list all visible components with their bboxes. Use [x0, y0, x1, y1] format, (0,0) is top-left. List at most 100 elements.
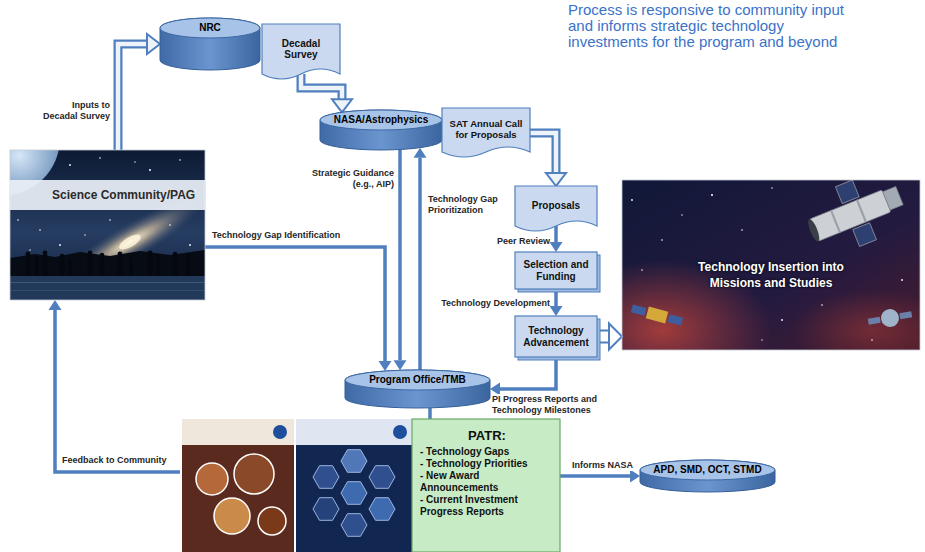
- star-dots: [761, 339, 762, 340]
- connector-inner: [530, 133, 556, 173]
- people-silhouettes: [26, 256, 31, 276]
- star-dots: [69, 164, 71, 166]
- report-cover: [296, 419, 412, 552]
- star-dots: [99, 157, 101, 159]
- satellite-figure: [899, 311, 912, 319]
- connector-inner: [118, 44, 147, 150]
- community-illustration: [10, 150, 205, 300]
- connector-line: [118, 44, 147, 150]
- node-label: NASA/Astrophysics: [324, 114, 438, 126]
- cylinder-body: [320, 110, 442, 150]
- people-silhouettes: [173, 252, 178, 257]
- connector-line: [205, 247, 385, 361]
- star-dots: [781, 319, 783, 321]
- star-dots: [771, 187, 772, 188]
- connector-arrow: [550, 226, 563, 252]
- document-shape: Proposals: [515, 186, 597, 232]
- arrow-head: [49, 300, 62, 310]
- star-dots: [29, 249, 30, 250]
- people-silhouettes: [68, 262, 72, 276]
- edge-label: Peer Review: [470, 236, 550, 247]
- edge-label: Feedback to Community: [62, 455, 178, 466]
- connector-inner: [301, 74, 342, 99]
- connector-arrow: [49, 300, 181, 472]
- list-item: - Technology Gaps: [420, 446, 554, 458]
- document-outline: [262, 24, 340, 79]
- connector-arrow: [530, 133, 566, 186]
- arrow-head: [546, 173, 566, 186]
- node-label: Science Community/PAG: [10, 180, 205, 210]
- connector-line: [500, 357, 556, 389]
- report-cover: [182, 419, 294, 445]
- star-dots: [631, 187, 903, 340]
- star-dots: [901, 279, 903, 281]
- people-silhouettes: [118, 252, 123, 257]
- note-text: Process is responsive to community input…: [568, 2, 866, 50]
- community-illustration: [117, 232, 143, 253]
- connector-line: [554, 226, 558, 242]
- connector-arrow: [490, 357, 556, 396]
- star-dots: [661, 239, 663, 241]
- document-shape: Decadal Survey: [262, 24, 340, 80]
- people-silhouettes: [186, 254, 190, 258]
- connector-arrow: [550, 289, 563, 316]
- people-silhouettes: [26, 251, 191, 276]
- connector-line: [560, 474, 630, 478]
- arrow-head: [394, 360, 407, 370]
- water-reflection: [10, 276, 205, 300]
- list-item: - Technology Priorities: [420, 458, 554, 470]
- cylinder-body: [160, 18, 260, 70]
- node-label: Technology Advancement: [518, 325, 594, 348]
- connector-line: [398, 150, 402, 361]
- star-dots: [189, 244, 191, 246]
- people-silhouettes: [129, 261, 133, 276]
- connector-arrow: [597, 324, 622, 350]
- people-silhouettes: [118, 256, 123, 276]
- telescope-figure: [798, 180, 911, 261]
- edge-label: Strategic Guidance (e.g., AIP): [304, 168, 394, 190]
- people-silhouettes: [148, 251, 153, 256]
- stacked-box: Selection and Funding: [515, 252, 600, 292]
- connector-line: [55, 310, 180, 472]
- satellite-figure: [868, 317, 881, 325]
- arrow-head: [609, 324, 622, 350]
- report-heading: PATR:: [420, 427, 554, 444]
- telescope-figure: [856, 200, 867, 223]
- report-cover: [313, 498, 339, 521]
- arrow-head: [332, 99, 352, 112]
- star-dots: [871, 339, 873, 341]
- report-cover: [369, 466, 395, 489]
- database-cylinder: APD, SMD, OCT, STMD: [640, 460, 775, 492]
- cylinder-top: [640, 460, 775, 480]
- people-silhouettes: [88, 251, 93, 256]
- connector-arrow: [205, 247, 392, 371]
- cylinder-top: [320, 110, 442, 130]
- database-cylinder: NASA/Astrophysics: [320, 110, 442, 150]
- stack-front: [515, 316, 597, 357]
- star-dots: [631, 199, 633, 201]
- telescope-figure: [830, 210, 841, 233]
- star-dots: [59, 244, 61, 246]
- people-silhouettes: [156, 255, 160, 259]
- panel-frame: [622, 180, 920, 350]
- star-dots: [17, 219, 19, 221]
- shape-outline: [10, 150, 205, 300]
- connector-arrow: [301, 74, 352, 112]
- arrow-head: [414, 148, 427, 158]
- database-cylinder: NRC: [160, 18, 260, 70]
- star-dots: [711, 194, 713, 196]
- telescope-figure: [853, 223, 877, 247]
- report-cover: [369, 498, 395, 521]
- cylinder-top: [160, 18, 260, 38]
- star-dots: [109, 219, 111, 221]
- node-label: Selection and Funding: [518, 259, 594, 282]
- cylinder-top: [345, 370, 490, 390]
- document-outline: [515, 186, 597, 231]
- telescope-figure: [835, 180, 859, 204]
- report-cover: [341, 514, 367, 537]
- community-illustration: [10, 282, 205, 283]
- satellite-figure: [646, 307, 668, 324]
- connector-arrow: [560, 470, 640, 483]
- star-dots: [641, 269, 643, 271]
